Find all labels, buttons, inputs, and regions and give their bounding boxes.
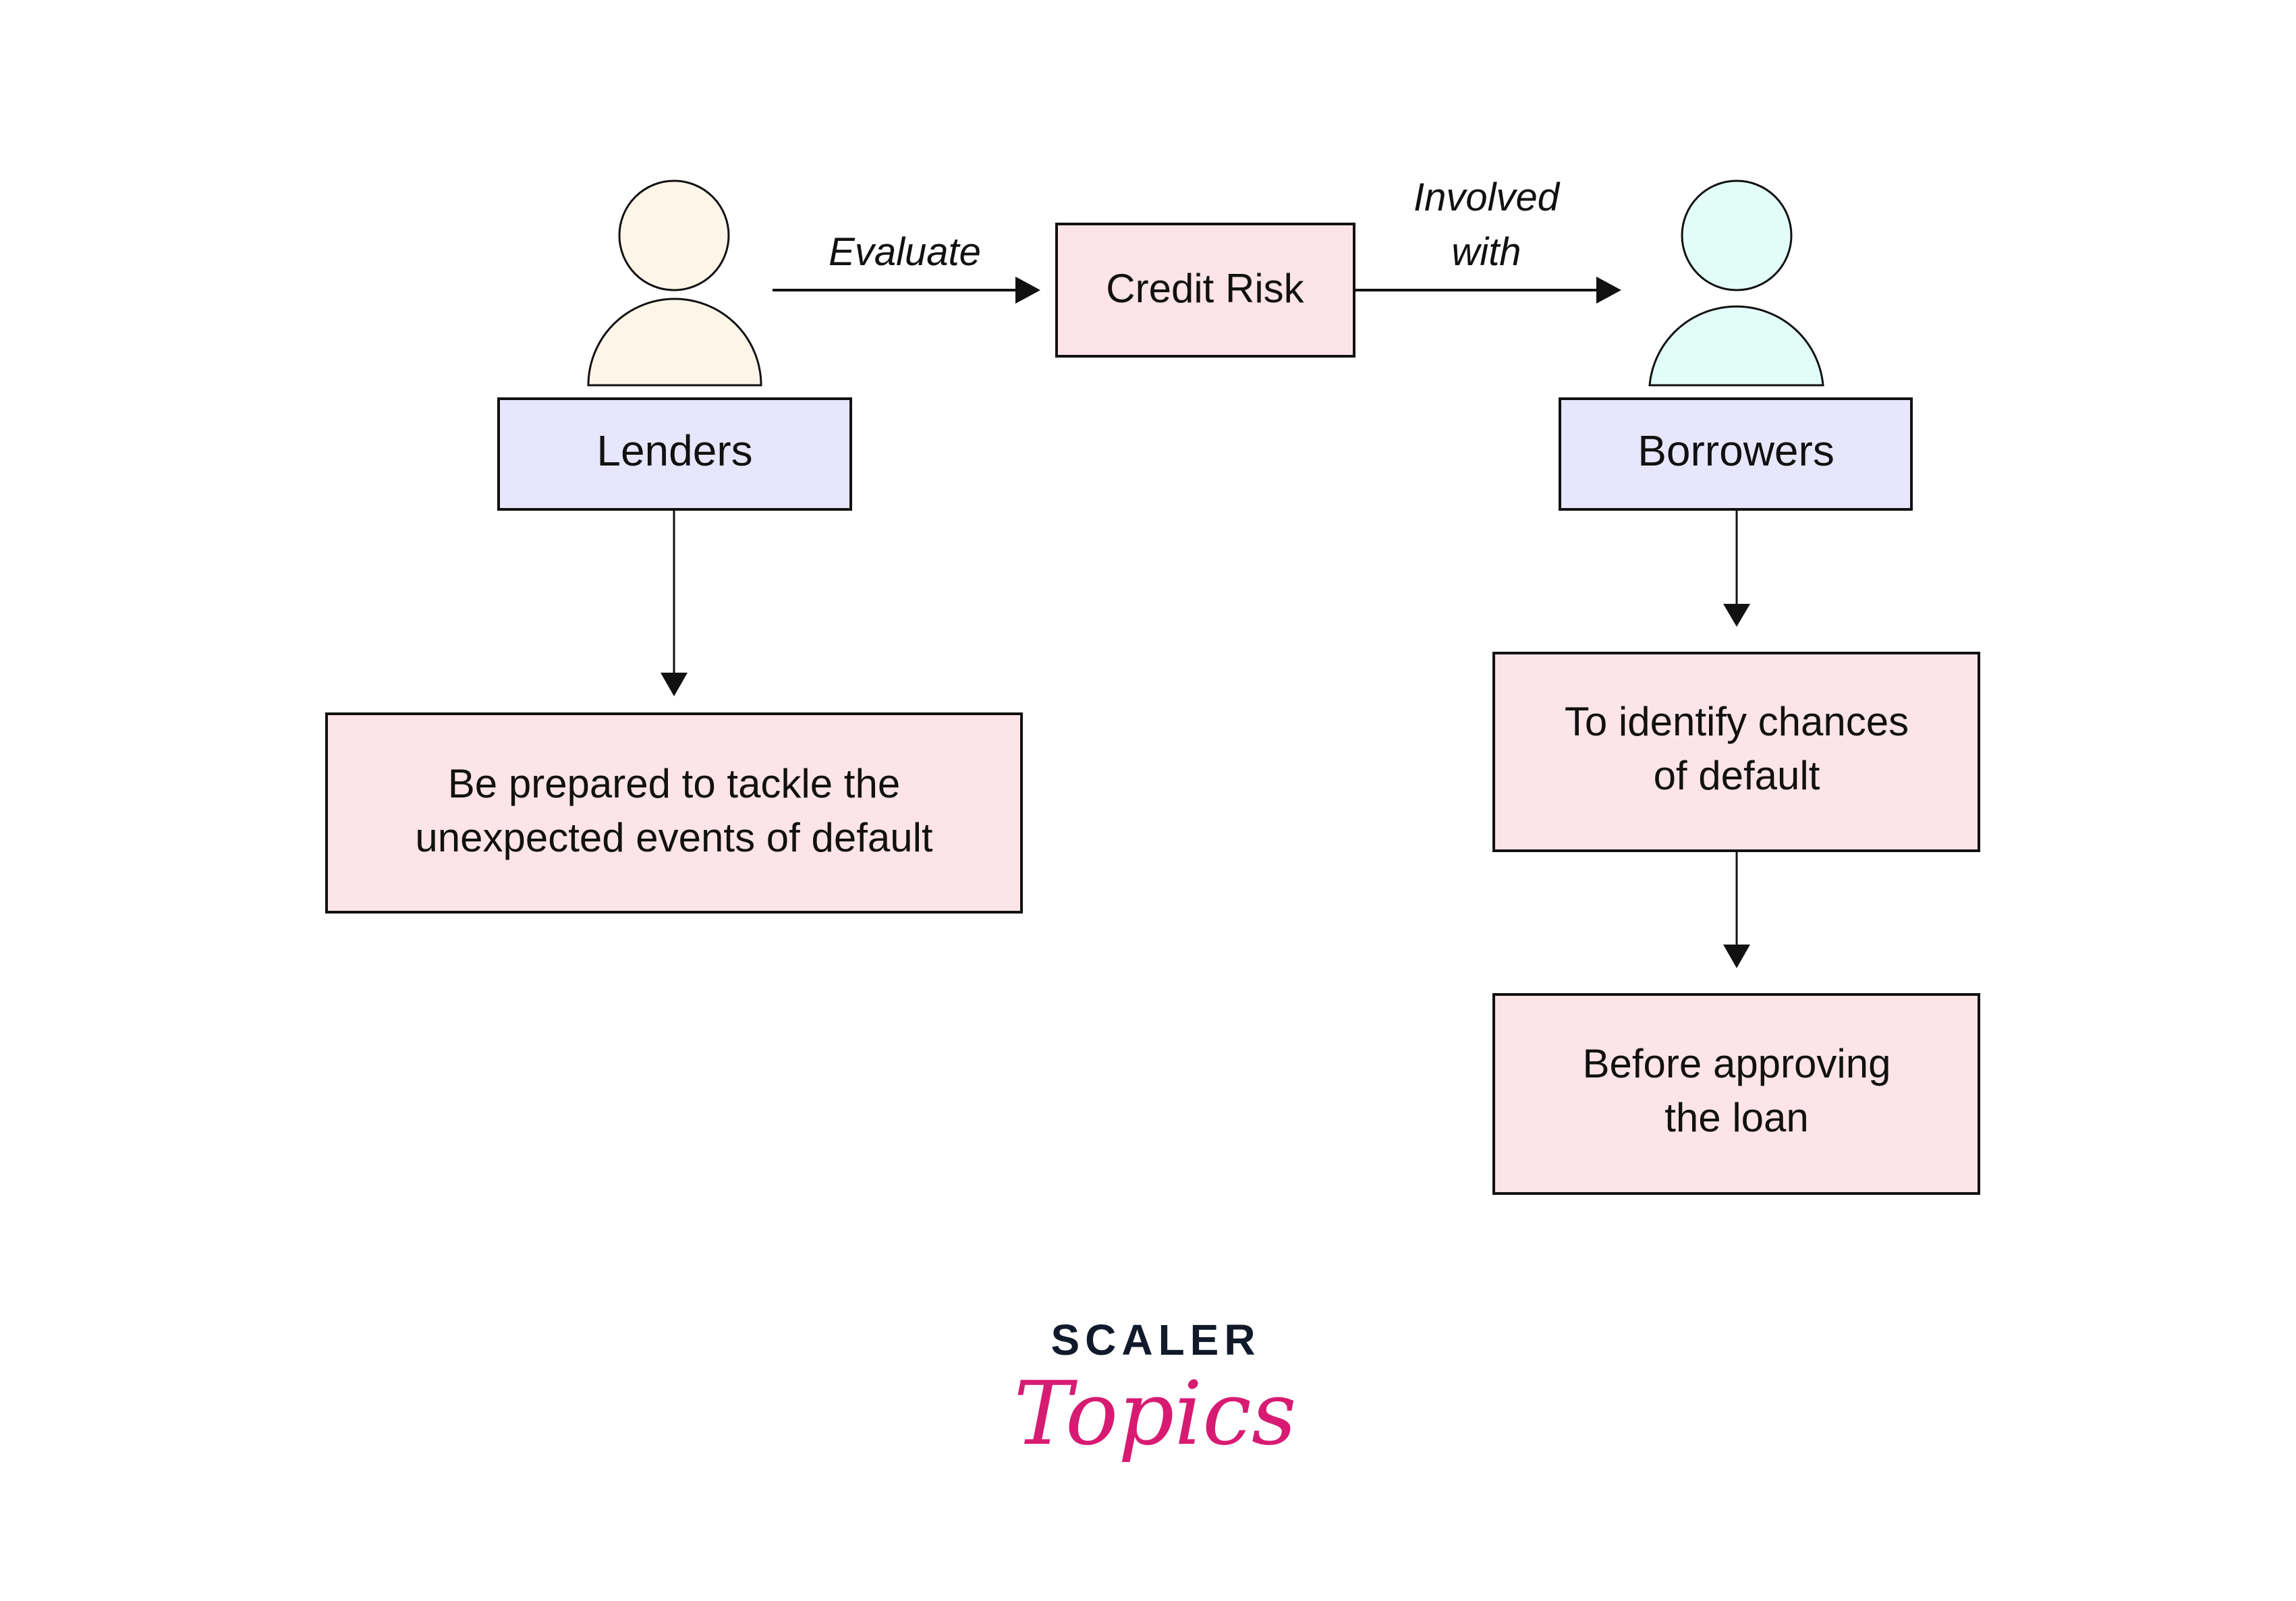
borrower-down-arrow [1723,509,1750,627]
arrowhead-icon [1723,604,1750,627]
borrowers-node: Borrowers [1559,397,1913,511]
borrower-timing-arrow [1723,851,1750,968]
arrowhead-icon [661,673,688,696]
borrower-person-icon [1648,179,1824,387]
logo-scaler-text: SCALER [1051,1316,1260,1364]
borrower-timing-line1: Before approving [1583,1041,1891,1086]
borrowers-label: Borrowers [1637,426,1835,475]
borrower-outcome-node: To identify chances of default [1492,652,1980,852]
lender-outcome-node: Be prepared to tackle the unexpected eve… [325,712,1023,914]
lender-person-icon [587,179,762,387]
lenders-label: Lenders [596,426,752,475]
involved-with-arrow: Involved with [1354,175,1621,304]
arrowhead-icon [1723,945,1750,968]
borrower-timing-line2: the loan [1664,1095,1809,1140]
arrowhead-icon [1596,277,1621,304]
arrowhead-icon [1015,277,1040,304]
borrower-timing-node: Before approving the loan [1492,993,1980,1195]
lender-outcome-line1: Be prepared to tackle the [448,761,900,806]
scaler-topics-logo: SCALER Topics [1013,1316,1296,1465]
logo-topics-text: Topics [1013,1362,1296,1465]
borrower-outcome-line2: of default [1654,753,1820,798]
lender-down-arrow [661,509,688,696]
credit-risk-node: Credit Risk [1055,223,1355,358]
involved-label-line1: Involved [1413,175,1561,219]
borrower-outcome-line1: To identify chances [1565,699,1909,744]
credit-risk-label: Credit Risk [1106,266,1304,311]
evaluate-label: Evaluate [829,230,981,274]
lender-outcome-line2: unexpected events of default [415,815,933,860]
evaluate-arrow: Evaluate [773,230,1040,304]
lenders-node: Lenders [497,397,852,511]
involved-label-line2: with [1451,230,1521,274]
